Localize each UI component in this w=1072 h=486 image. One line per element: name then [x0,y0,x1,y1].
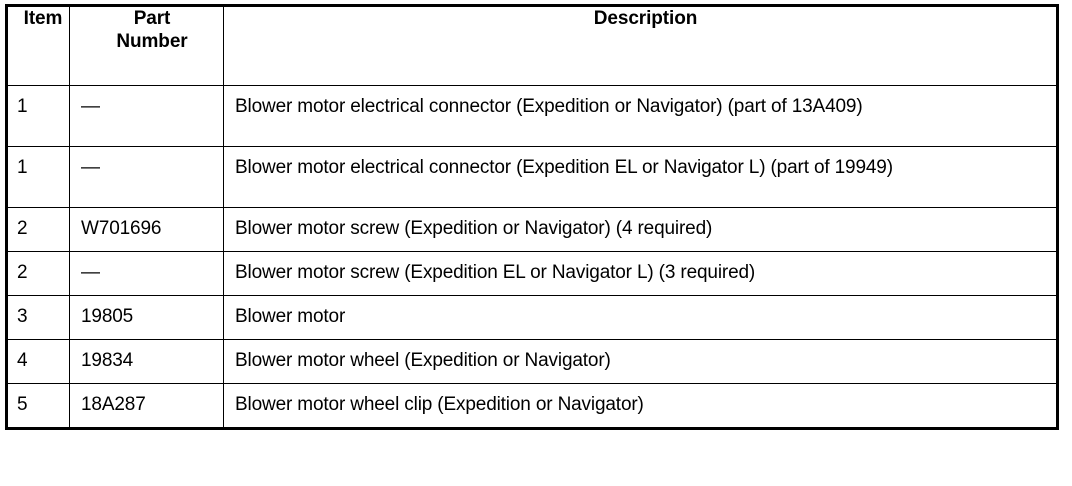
cell-item-text: 2 [17,218,28,239]
table-body: 1 — Blower motor electrical connector (Exp… [6,85,1058,429]
cell-description: Blower motor electrical connector (Exped… [223,85,1058,147]
cell-item-text: 5 [17,394,28,415]
em-dash-placeholder: — [81,157,100,178]
cell-part-number-text: 19805 [81,306,134,327]
table-row: 2 — Blower motor screw (Expedition EL or N… [6,251,1058,296]
table-row: 1 — Blower motor electrical connector (Exp… [6,146,1058,208]
cell-part-number: W701696 [69,207,224,252]
table-header: Item Part Number Description [6,5,1058,86]
table-row: 4 19834 Blower motor wheel (Expedition or … [6,339,1058,384]
column-header-part-number-label: Part Number [116,8,188,52]
parts-table: Item Part Number Description 1 — Blower mo… [5,4,1059,430]
cell-part-number: — [69,251,224,296]
cell-item-text: 4 [17,350,28,371]
column-header-description: Description [223,5,1058,86]
cell-item: 2 [6,207,70,252]
cell-part-number: — [69,85,224,147]
column-header-description-label: Description [593,8,698,29]
table-row: 2 W701696 Blower motor screw (Expedition o… [6,207,1058,252]
cell-item: 1 [6,85,70,147]
cell-item: 5 [6,383,70,429]
cell-item: 3 [6,295,70,340]
cell-description-text: Blower motor electrical connector (Exped… [235,96,863,117]
cell-part-number: — [69,146,224,208]
cell-description-text: Blower motor electrical connector (Exped… [235,157,893,178]
em-dash-placeholder: — [81,262,100,283]
table-header-row: Item Part Number Description [6,5,1058,86]
cell-description-text: Blower motor screw (Expedition or Naviga… [235,218,713,239]
cell-description: Blower motor wheel (Expedition or Naviga… [223,339,1058,384]
column-header-item: Item [6,5,70,86]
cell-item-text: 1 [17,96,28,117]
column-header-item-label: Item [23,8,63,29]
cell-item-text: 3 [17,306,28,327]
cell-description: Blower motor screw (Expedition EL or Nav… [223,251,1058,296]
table-row: 1 — Blower motor electrical connector (Exp… [6,85,1058,147]
cell-description: Blower motor screw (Expedition or Naviga… [223,207,1058,252]
cell-part-number-text: — [70,252,223,295]
cell-description: Blower motor electrical connector (Exped… [223,146,1058,208]
cell-part-number-text: — [70,86,223,146]
cell-description-text: Blower motor [235,306,346,327]
cell-description-text: Blower motor wheel (Expedition or Naviga… [235,350,611,371]
cell-part-number-text: 18A287 [81,394,146,415]
em-dash-placeholder: — [81,96,100,117]
cell-description: Blower motor wheel clip (Expedition or N… [223,383,1058,429]
table-row: 5 18A287 Blower motor wheel clip (Expediti… [6,383,1058,429]
cell-item-text: 1 [17,157,28,178]
cell-part-number: 19834 [69,339,224,384]
cell-description-text: Blower motor screw (Expedition EL or Nav… [235,262,756,283]
cell-part-number-text: 19834 [81,350,134,371]
cell-item: 1 [6,146,70,208]
column-header-part-number: Part Number [69,5,224,86]
cell-part-number: 18A287 [69,383,224,429]
cell-item: 4 [6,339,70,384]
cell-item-text: 2 [17,262,28,283]
cell-item: 2 [6,251,70,296]
cell-description-text: Blower motor wheel clip (Expedition or N… [235,394,644,415]
table-row: 3 19805 Blower motor [6,295,1058,340]
cell-description: Blower motor [223,295,1058,340]
cell-part-number: 19805 [69,295,224,340]
cell-part-number-text: — [70,147,223,207]
cell-part-number-text: W701696 [81,218,162,239]
